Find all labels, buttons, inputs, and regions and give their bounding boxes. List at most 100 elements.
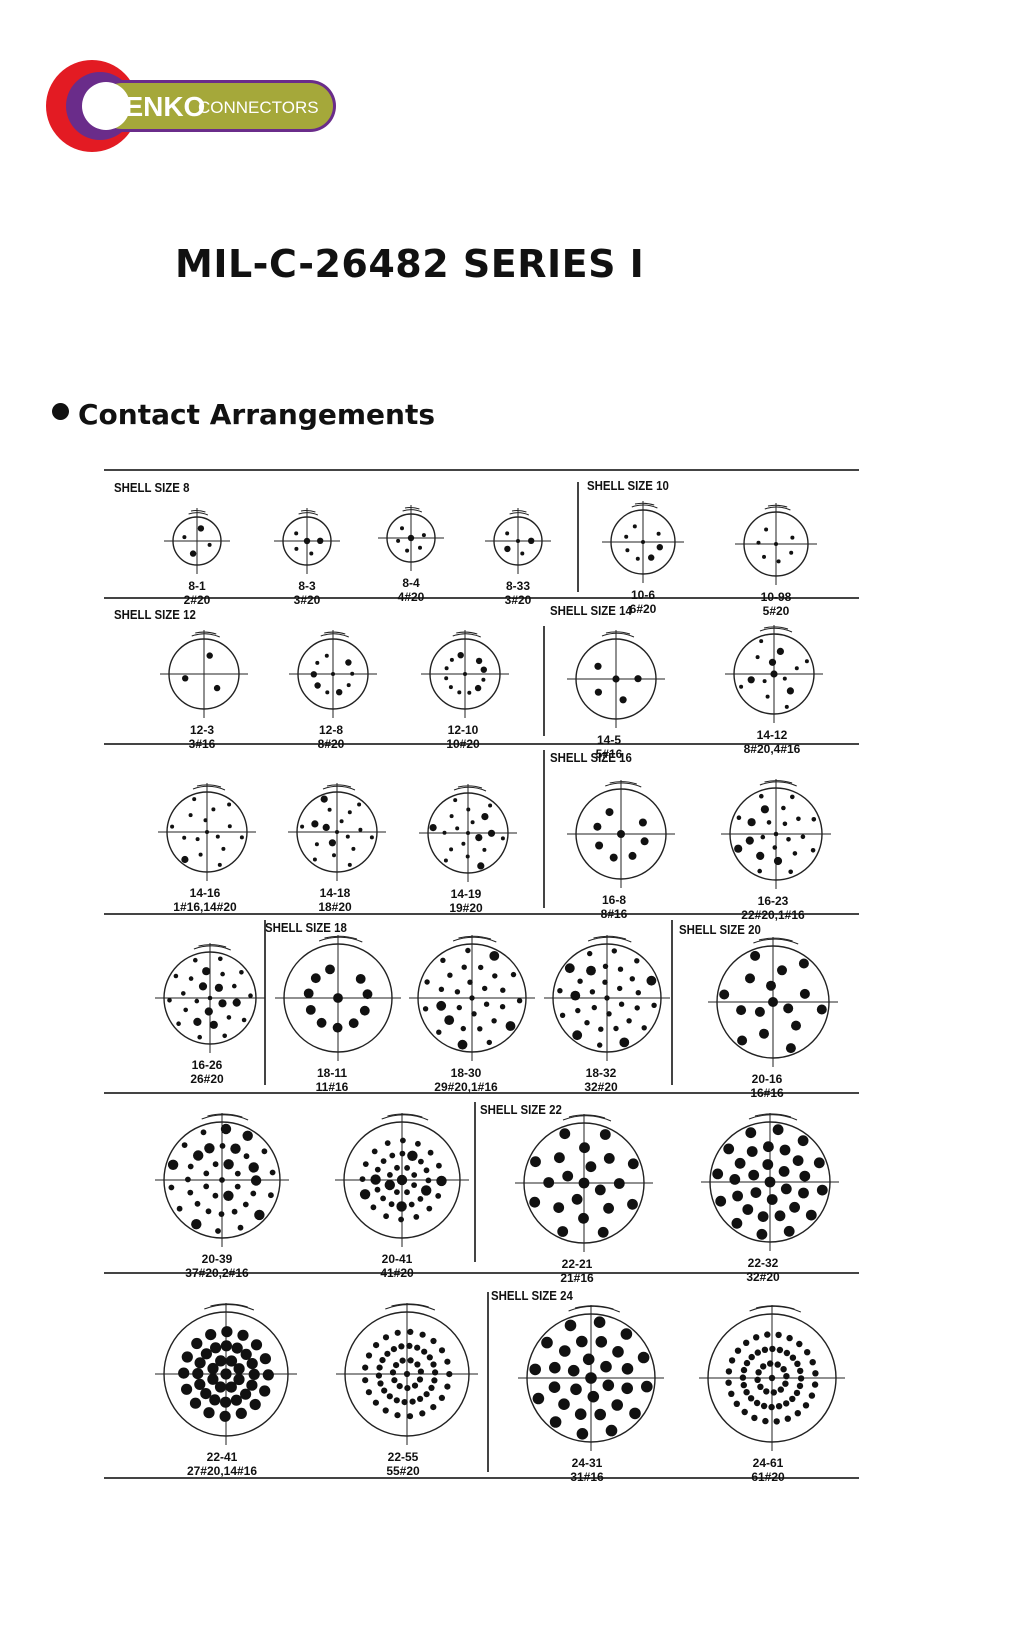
contact-diagram [421, 630, 509, 718]
arrangement-code: 12-10 [447, 723, 479, 737]
arrangement-contacts: 2#20 [183, 593, 211, 607]
contact-diagram [336, 1303, 478, 1445]
contact-diagram [485, 508, 551, 574]
table-divider [487, 1292, 489, 1472]
arrangement-code: 20-16 [751, 1072, 783, 1086]
shell-size-label: SHELL SIZE 18 [265, 920, 347, 935]
arrangement-contacts: 16#16 [750, 1086, 784, 1100]
arrangement-contacts: 22#20,1#16 [741, 908, 805, 922]
arrangement-code: 12-8 [318, 723, 344, 737]
arrangement-contacts: 3#20 [504, 593, 532, 607]
arrangement-code: 20-41 [381, 1252, 413, 1266]
contact-diagram [567, 780, 675, 888]
contact-diagram [419, 784, 517, 882]
table-divider [577, 482, 579, 592]
chenko-logo: CHENKO CONNECTORS [46, 60, 336, 152]
shell-size-label: SHELL SIZE 20 [679, 922, 761, 937]
table-rule [104, 1272, 859, 1274]
contact-diagram [602, 501, 684, 583]
arrangement-code: 22-41 [206, 1450, 238, 1464]
arrangement-code: 18-32 [585, 1066, 617, 1080]
arrangement-code: 14-5 [596, 733, 622, 747]
arrangement-contacts: 26#20 [190, 1072, 224, 1086]
arrangement-contacts: 41#20 [380, 1266, 414, 1280]
contact-diagram [515, 1114, 653, 1252]
arrangement-code: 24-31 [571, 1456, 603, 1470]
contact-diagram [158, 783, 256, 881]
logo-brand-text: CHENKO [84, 91, 205, 122]
arrangement-contacts: 10#20 [446, 737, 480, 751]
table-rule [104, 913, 859, 915]
shell-size-label: SHELL SIZE 22 [480, 1102, 562, 1117]
arrangement-contacts: 5#20 [762, 604, 790, 618]
shell-size-label: SHELL SIZE 12 [114, 607, 196, 622]
arrangement-contacts: 8#20 [317, 737, 345, 751]
arrangement-contacts: 55#20 [386, 1464, 420, 1478]
arrangement-contacts: 5#16 [595, 747, 623, 761]
contact-diagram [699, 1305, 845, 1451]
contact-diagram [289, 630, 377, 718]
contact-diagram [567, 630, 665, 728]
contact-diagram [274, 508, 340, 574]
contact-diagram [155, 1303, 297, 1445]
table-rule [104, 1092, 859, 1094]
shell-size-label: SHELL SIZE 24 [491, 1288, 573, 1303]
contact-diagram [164, 508, 230, 574]
arrangement-code: 16-8 [601, 893, 627, 907]
shell-size-label: SHELL SIZE 8 [114, 480, 190, 495]
arrangement-contacts: 19#20 [449, 901, 483, 915]
contact-diagram [288, 783, 386, 881]
contact-diagram [701, 1113, 839, 1251]
arrangement-code: 18-30 [450, 1066, 482, 1080]
shell-size-label: SHELL SIZE 10 [587, 478, 669, 493]
arrangement-code: 20-39 [201, 1252, 233, 1266]
arrangement-code: 8-3 [298, 579, 316, 593]
arrangement-code: 24-61 [752, 1456, 784, 1470]
contact-diagram [155, 943, 265, 1053]
contact-diagram [721, 779, 831, 889]
arrangement-code: 8-1 [188, 579, 206, 593]
table-rule [104, 469, 859, 471]
arrangement-code: 14-19 [450, 887, 482, 901]
table-rule [104, 597, 859, 599]
contact-diagram [378, 505, 444, 571]
table-divider [671, 920, 673, 1085]
page-title: MIL-C-26482 SERIES I [175, 242, 645, 286]
arrangement-code: 10-6 [630, 588, 656, 602]
contact-diagram [725, 625, 823, 723]
contact-diagram [155, 1113, 289, 1247]
shell-size-label: SHELL SIZE 16 [550, 750, 632, 765]
arrangement-code: 14-18 [319, 886, 351, 900]
table-divider [543, 750, 545, 908]
contact-diagram [160, 630, 248, 718]
arrangement-code: 22-55 [387, 1450, 419, 1464]
arrangement-code: 16-23 [757, 894, 789, 908]
arrangement-code: 14-16 [189, 886, 221, 900]
contact-diagram [735, 503, 817, 585]
table-divider [474, 1102, 476, 1262]
logo-suffix-text: CONNECTORS [198, 98, 319, 117]
table-divider [264, 920, 266, 1085]
arrangement-contacts: 1#16,14#20 [173, 900, 237, 914]
arrangement-code: 16-26 [191, 1058, 223, 1072]
